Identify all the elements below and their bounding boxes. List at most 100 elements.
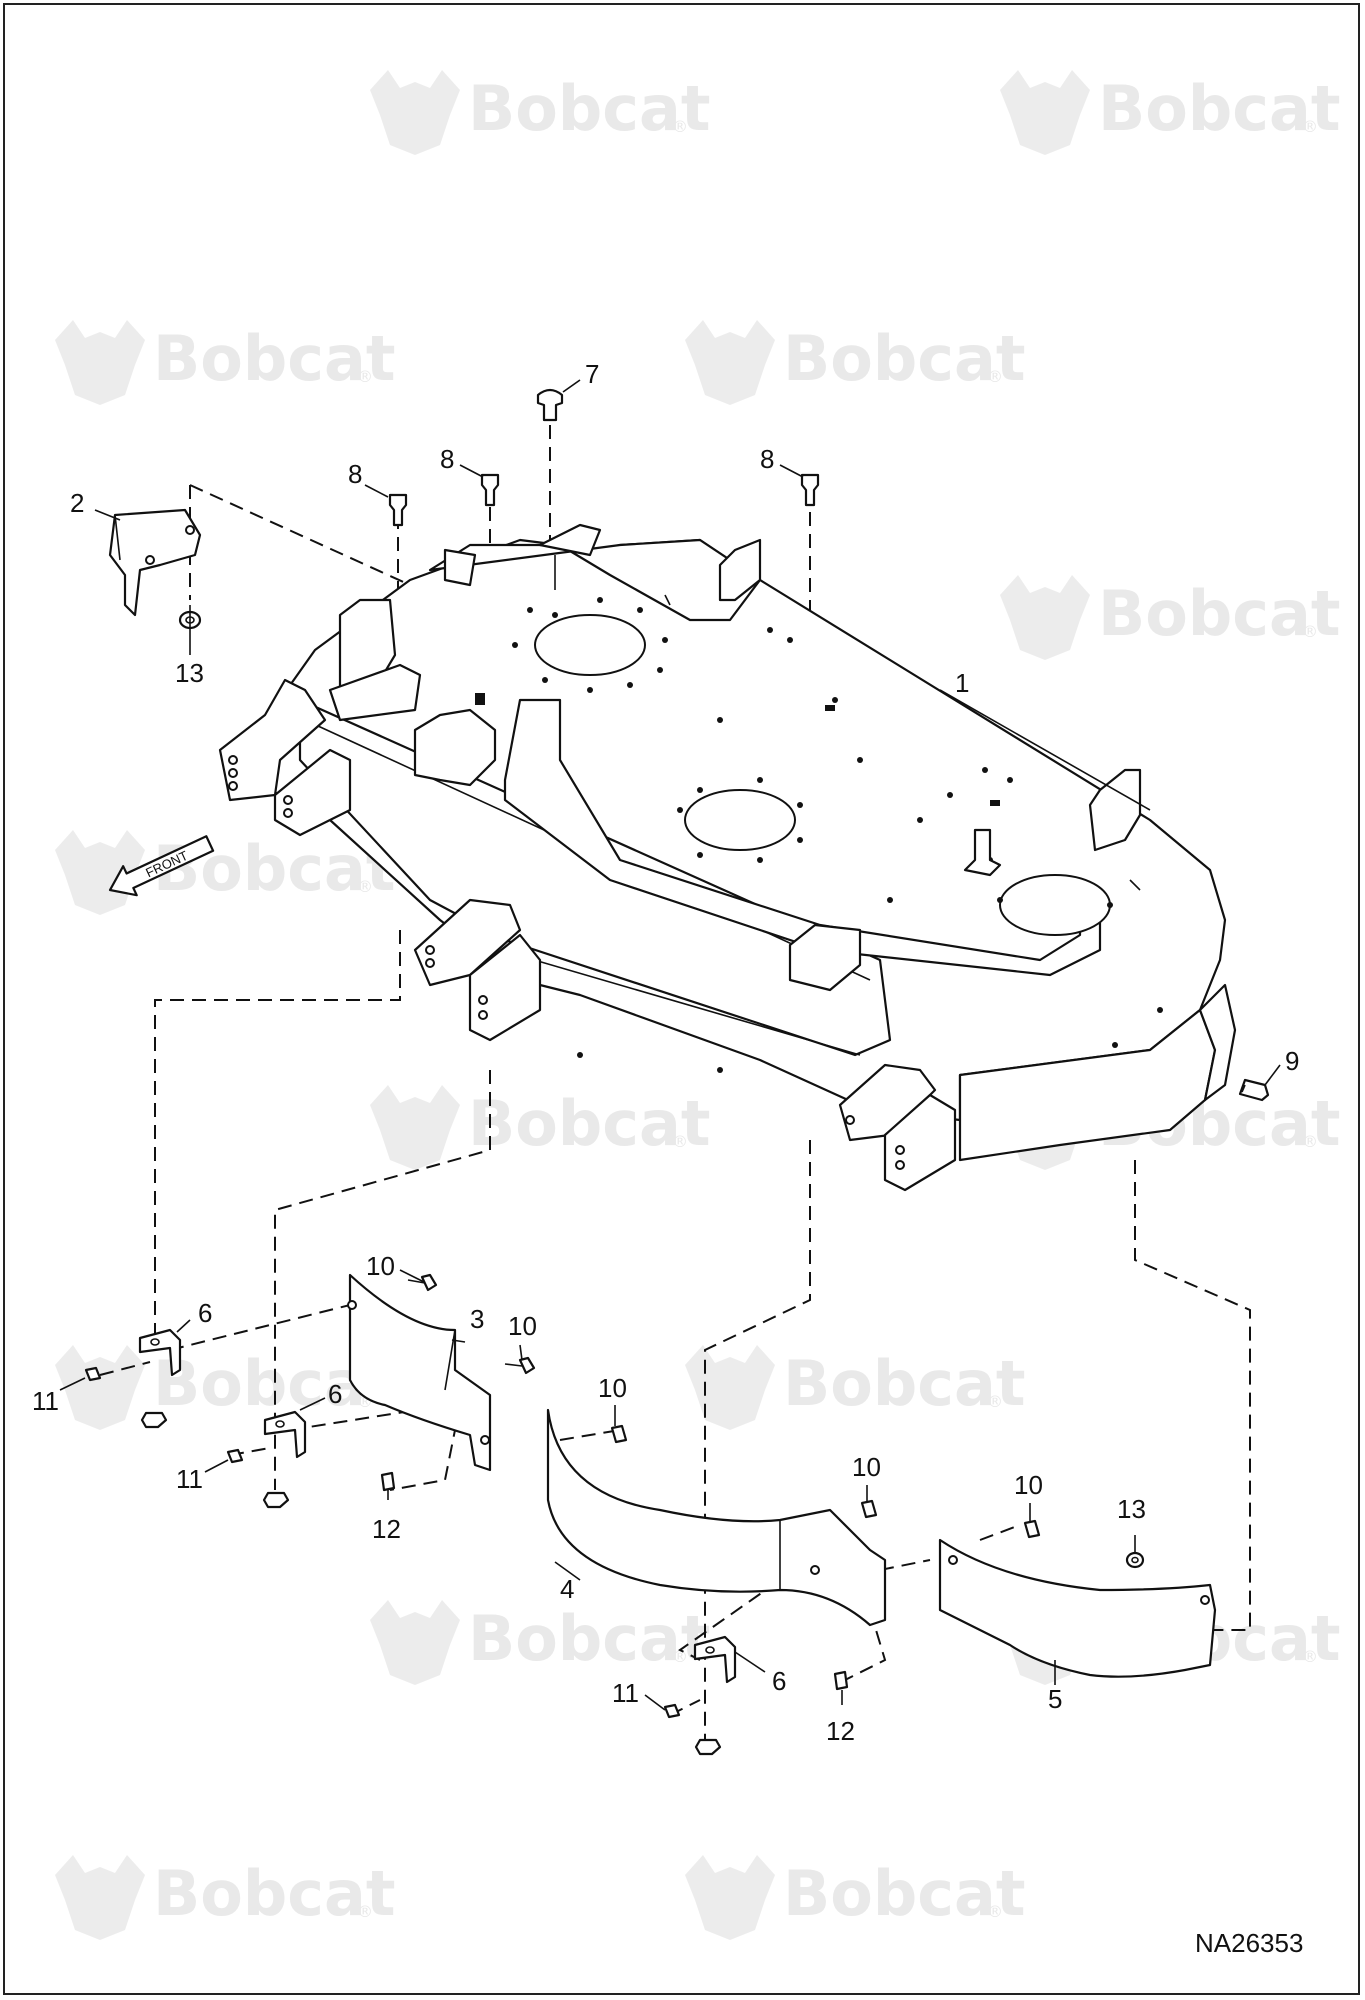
flange-nut xyxy=(262,1491,290,1509)
bobcat-logo-icon xyxy=(1000,575,1090,660)
flange-nut xyxy=(140,1411,168,1429)
bobcat-logo-icon xyxy=(55,1345,145,1430)
hitch-slots xyxy=(228,755,905,1170)
callout-8: 8 xyxy=(348,459,362,489)
baffle-part-5 xyxy=(938,1538,1217,1678)
spindle-hole-left xyxy=(534,614,646,676)
leader-lines xyxy=(59,379,1281,1711)
baffle-part-4 xyxy=(546,1408,887,1627)
watermark-text: Bobcat xyxy=(783,1857,1025,1930)
bolt-part-10 xyxy=(407,1273,438,1292)
bracket-part-6 xyxy=(138,1328,182,1377)
drawing-reference-number: NA26353 xyxy=(1195,1928,1303,1958)
callout-8: 8 xyxy=(760,444,774,474)
callout-8: 8 xyxy=(440,444,454,474)
watermark-bobcat: Bobcat ® xyxy=(370,1085,710,1170)
callout-3: 3 xyxy=(470,1304,484,1334)
watermark-bobcat: Bobcat ® xyxy=(1000,70,1340,155)
watermark-bobcat: Bobcat ® xyxy=(370,70,710,155)
callout-5: 5 xyxy=(1048,1684,1062,1714)
callout-11: 11 xyxy=(612,1678,639,1708)
watermark-bobcat: Bobcat ® xyxy=(685,1855,1025,1940)
bobcat-logo-icon xyxy=(685,1345,775,1430)
mower-deck-part-1 xyxy=(218,523,1237,1192)
watermark-text: Bobcat xyxy=(468,72,710,145)
watermark-text: Bobcat xyxy=(153,1857,395,1930)
svg-text:®: ® xyxy=(357,1902,373,1921)
bobcat-logo-icon xyxy=(370,70,460,155)
callout-10: 10 xyxy=(1014,1470,1043,1500)
callout-11: 11 xyxy=(32,1386,59,1416)
svg-text:®: ® xyxy=(987,1902,1003,1921)
watermark-text: Bobcat xyxy=(153,322,395,395)
bolt-part-9 xyxy=(1238,1078,1270,1102)
bracket-part-2 xyxy=(108,508,202,617)
spindle-hole-center xyxy=(684,789,796,851)
bolt-part-10 xyxy=(860,1499,878,1519)
watermark-text: Bobcat xyxy=(1098,72,1340,145)
nut-part-12 xyxy=(380,1471,396,1492)
watermark-bobcat: Bobcat ® xyxy=(370,1600,710,1685)
svg-text:®: ® xyxy=(987,367,1003,386)
svg-text:®: ® xyxy=(672,117,688,136)
spindle-hole-right xyxy=(999,874,1111,936)
bolt-part-8 xyxy=(480,473,500,507)
callout-12: 12 xyxy=(826,1716,855,1746)
bobcat-logo-icon xyxy=(685,1855,775,1940)
watermark-bobcat: Bobcat ® xyxy=(1000,575,1340,660)
svg-text:®: ® xyxy=(1302,117,1318,136)
bobcat-logo-icon xyxy=(685,320,775,405)
callout-1: 1 xyxy=(955,668,969,698)
watermark-text: Bobcat xyxy=(1098,577,1340,650)
bolt-part-10 xyxy=(1023,1519,1041,1539)
callouts: 1 2 3 4 5 6 6 6 7 8 8 8 9 10 10 10 10 10… xyxy=(32,359,1299,1746)
callout-9: 9 xyxy=(1285,1046,1299,1076)
watermark-bobcat: Bobcat ® xyxy=(685,1345,1025,1430)
nut-part-13 xyxy=(1125,1551,1145,1569)
bobcat-logo-icon xyxy=(370,1600,460,1685)
callout-6: 6 xyxy=(772,1666,786,1696)
watermark-text: Bobcat xyxy=(783,1347,1025,1420)
watermark-text: Bobcat xyxy=(468,1602,710,1675)
svg-text:®: ® xyxy=(672,1647,688,1666)
flange-nut xyxy=(694,1738,722,1756)
watermark-text: Bobcat xyxy=(783,322,1025,395)
callout-12: 12 xyxy=(372,1514,401,1544)
watermark-text: Bobcat xyxy=(468,1087,710,1160)
bolt-part-8 xyxy=(388,493,408,527)
bolt-part-10 xyxy=(504,1356,536,1375)
watermark-bobcat: Bobcat ® xyxy=(55,1855,395,1940)
callout-10: 10 xyxy=(598,1373,627,1403)
callout-10: 10 xyxy=(508,1311,537,1341)
svg-text:®: ® xyxy=(1302,1132,1318,1151)
bobcat-logo-icon xyxy=(1000,70,1090,155)
svg-text:®: ® xyxy=(672,1132,688,1151)
front-hitch-arm xyxy=(218,678,327,802)
nut-part-11 xyxy=(663,1703,681,1719)
bolt-part-8 xyxy=(800,473,820,507)
callout-7: 7 xyxy=(585,359,599,389)
nut-part-11 xyxy=(226,1448,244,1464)
svg-text:®: ® xyxy=(357,367,373,386)
svg-text:®: ® xyxy=(1302,622,1318,641)
callout-13: 13 xyxy=(175,658,204,688)
callout-6: 6 xyxy=(328,1379,342,1409)
callout-4: 4 xyxy=(560,1574,574,1604)
svg-text:®: ® xyxy=(357,877,373,896)
deck-bolt-holes xyxy=(475,597,1163,1073)
nut-part-12 xyxy=(833,1670,849,1691)
callout-10: 10 xyxy=(366,1251,395,1281)
bolt-part-10 xyxy=(610,1424,628,1444)
bobcat-logo-icon xyxy=(370,1085,460,1170)
callout-10: 10 xyxy=(852,1452,881,1482)
baffle-part-3 xyxy=(347,1273,492,1472)
svg-text:®: ® xyxy=(1302,1647,1318,1666)
watermark-bobcat: Bobcat ® xyxy=(55,830,395,915)
callout-6: 6 xyxy=(198,1298,212,1328)
watermark-bobcat: Bobcat ® xyxy=(685,320,1025,405)
bracket-part-6 xyxy=(263,1410,307,1459)
bobcat-logo-icon xyxy=(55,320,145,405)
watermark-bobcat: Bobcat ® xyxy=(55,1345,395,1430)
svg-text:®: ® xyxy=(987,1392,1003,1411)
